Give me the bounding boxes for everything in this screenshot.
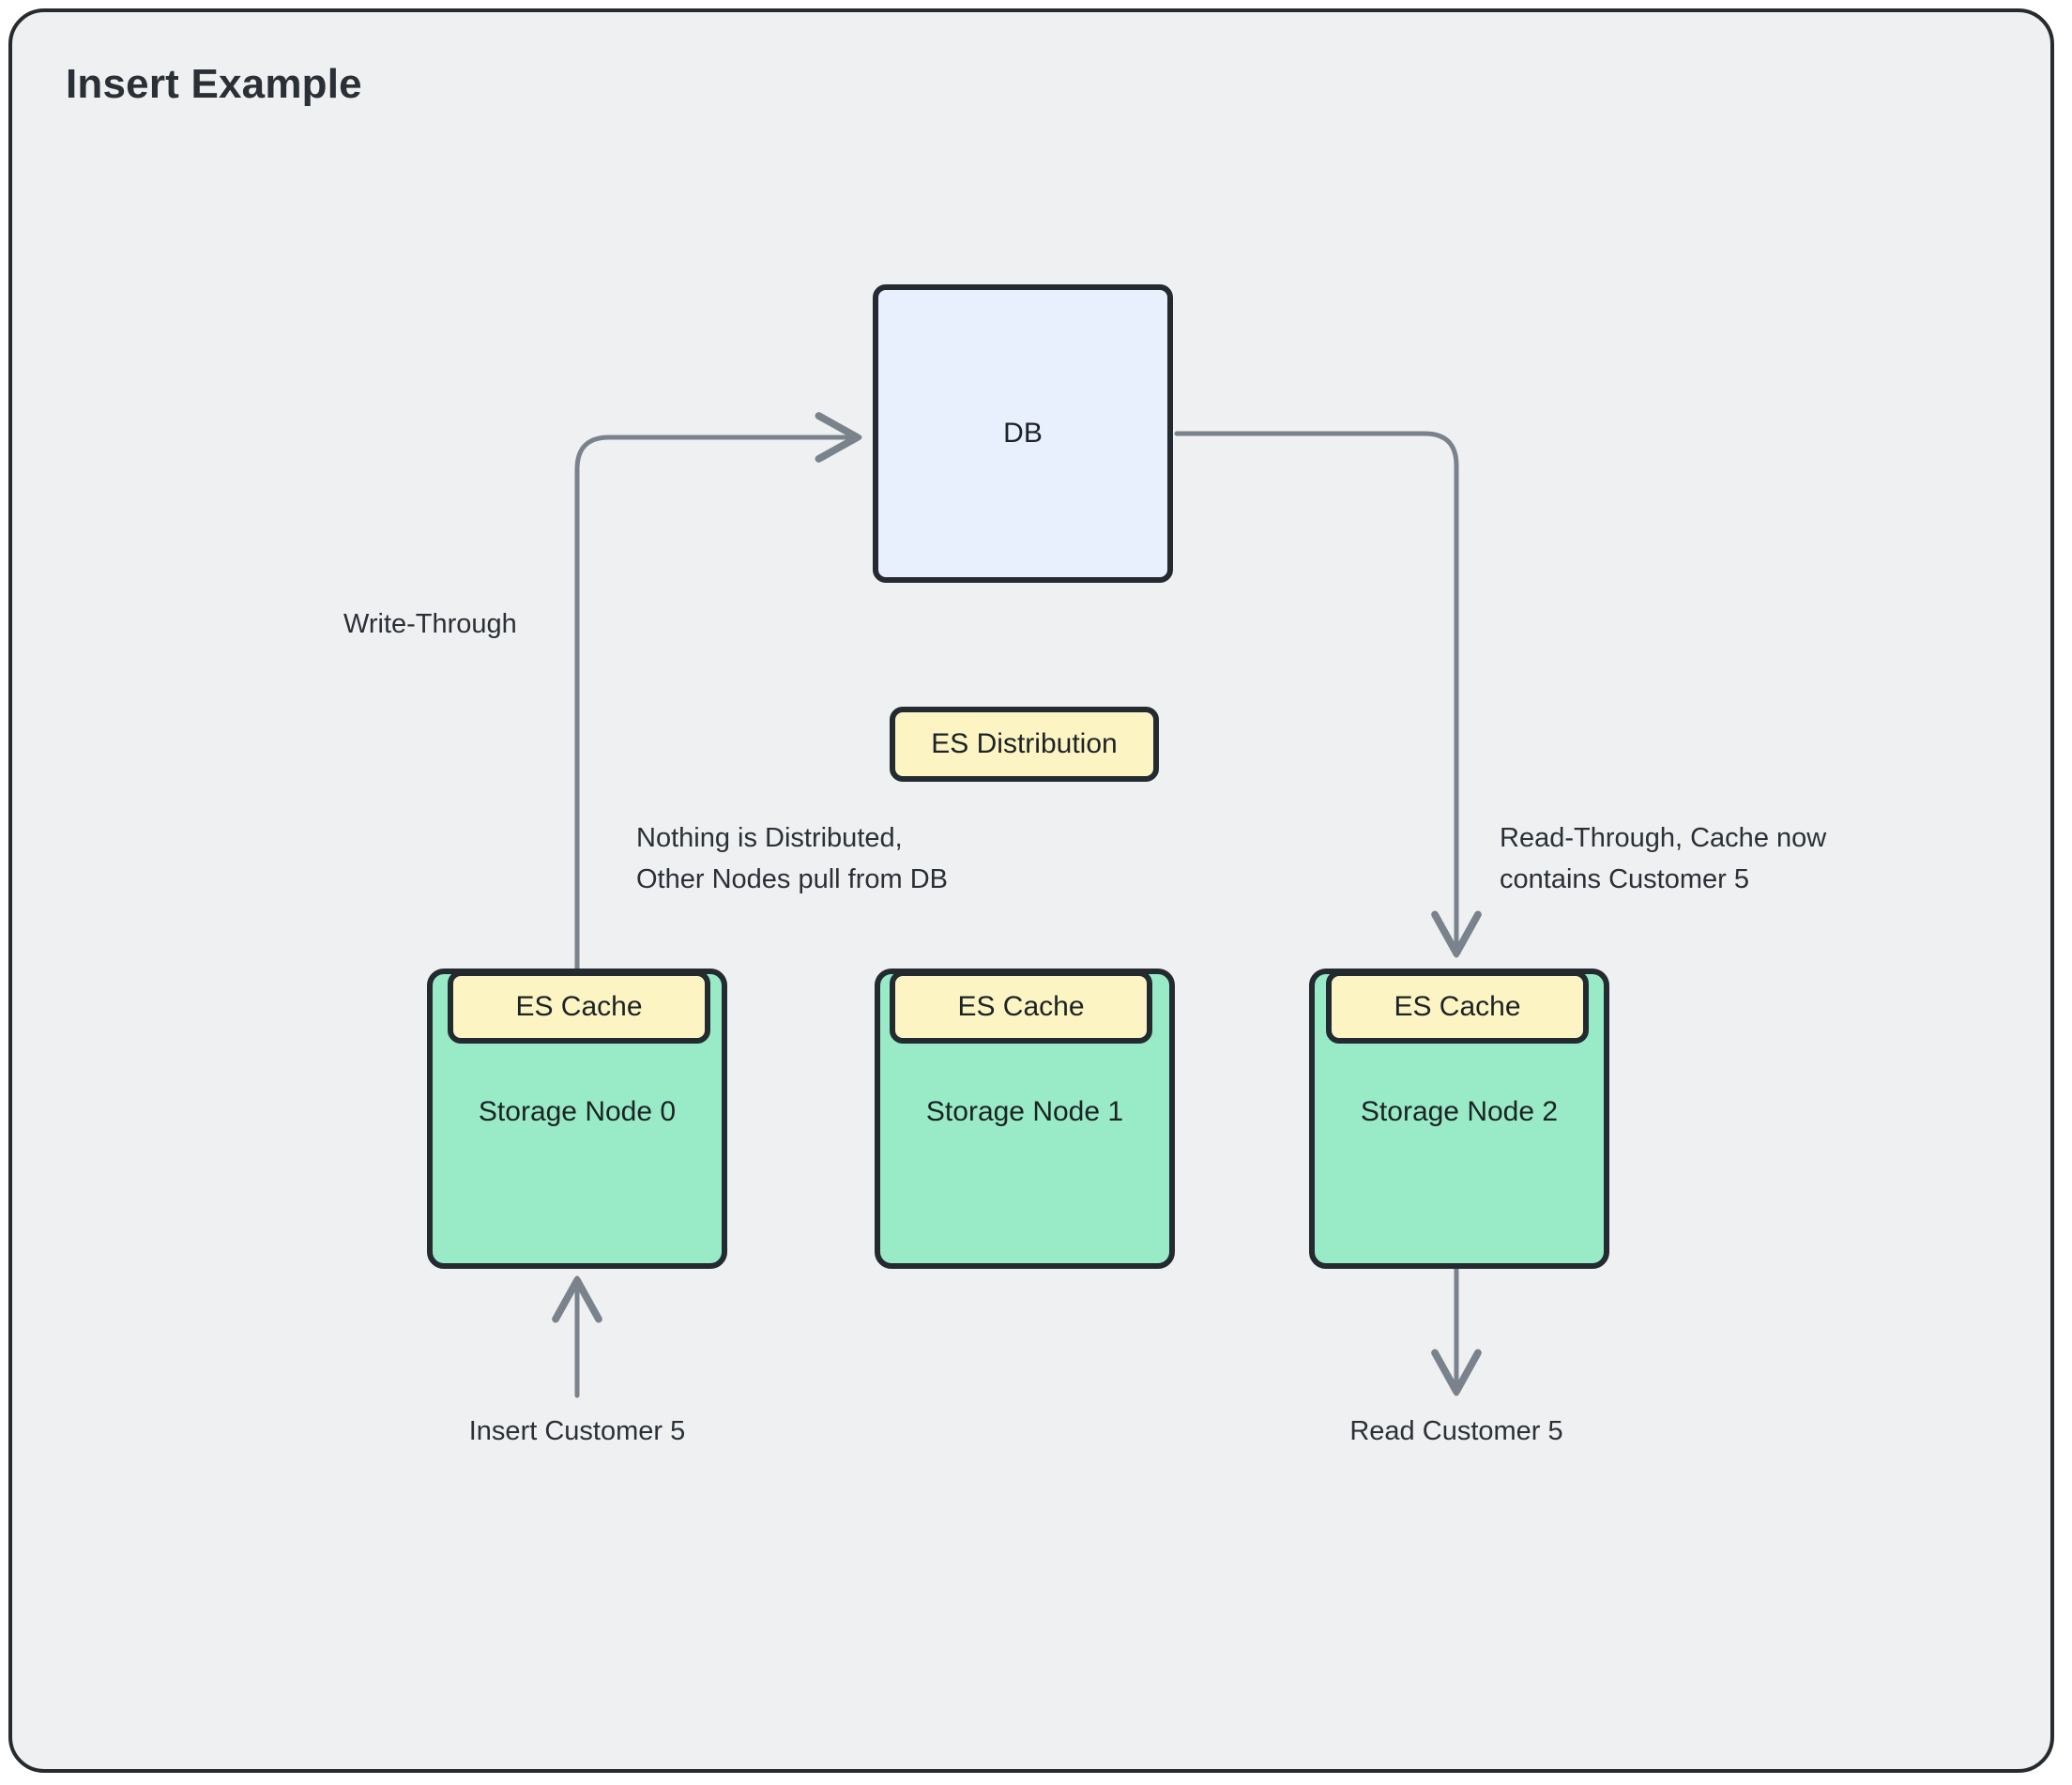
edge-label-read-through-line1: Read-Through, Cache now — [1500, 823, 1827, 853]
page-title: Insert Example — [66, 61, 362, 107]
node-es-cache-0-label: ES Cache — [515, 991, 643, 1022]
node-db[interactable]: DB — [873, 284, 1173, 583]
node-es-cache-1[interactable]: ES Cache — [890, 970, 1152, 1044]
edge-label-read-customer: Read Customer 5 — [1349, 1416, 1563, 1446]
node-storage-2-label: Storage Node 2 — [1360, 1096, 1559, 1127]
node-es-cache-2[interactable]: ES Cache — [1326, 970, 1589, 1044]
node-es-cache-0[interactable]: ES Cache — [448, 970, 710, 1044]
node-es-distribution-label: ES Distribution — [931, 728, 1118, 760]
edge-label-insert-customer: Insert Customer 5 — [468, 1416, 686, 1446]
edge-label-distribution-note-line2: Other Nodes pull from DB — [636, 864, 949, 894]
node-db-label: DB — [1003, 418, 1043, 450]
node-es-cache-1-label: ES Cache — [957, 991, 1085, 1022]
node-storage-0-label: Storage Node 0 — [478, 1096, 677, 1127]
node-es-distribution[interactable]: ES Distribution — [890, 707, 1159, 782]
edge-label-write-through: Write-Through — [343, 609, 517, 639]
node-storage-1-label: Storage Node 1 — [925, 1096, 1124, 1127]
node-es-cache-2-label: ES Cache — [1394, 991, 1521, 1022]
edge-label-distribution-note-line1: Nothing is Distributed, — [636, 823, 903, 853]
edge-label-read-through-line2: contains Customer 5 — [1500, 864, 1749, 894]
